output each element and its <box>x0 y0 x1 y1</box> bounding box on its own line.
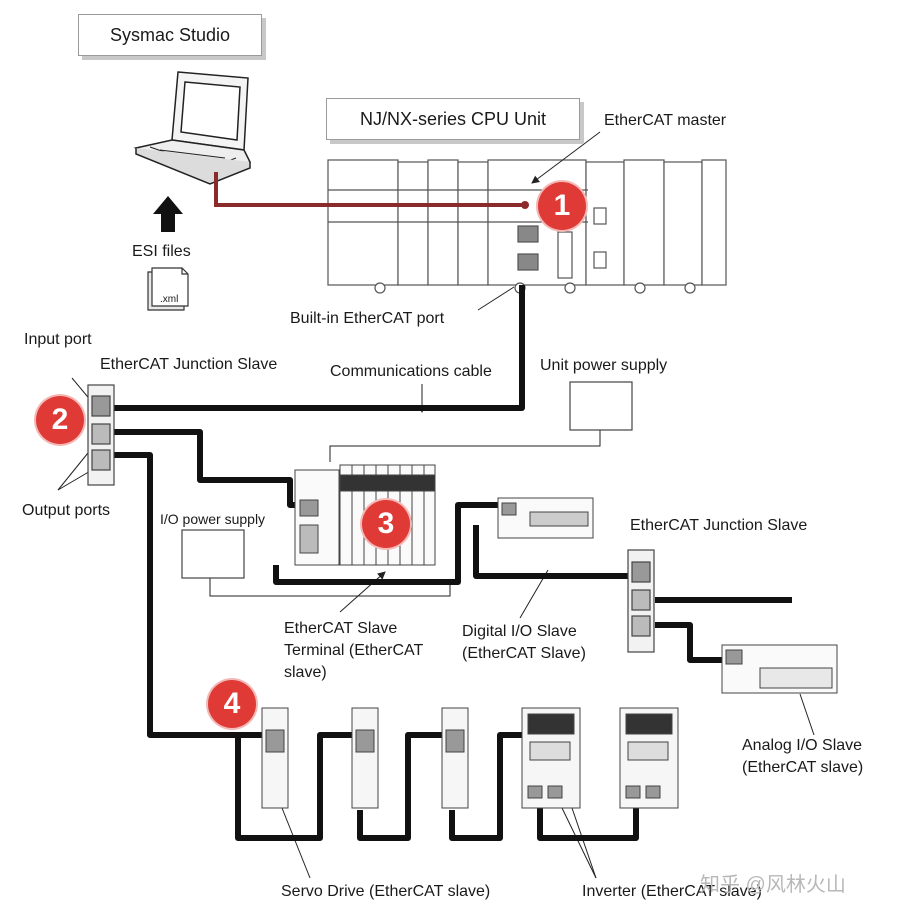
slave-terminal-label: EtherCAT Slave Terminal (EtherCAT slave) <box>284 620 423 681</box>
cpu-unit-rack <box>327 159 727 294</box>
watermark: 知乎 @风林火山 <box>700 874 846 896</box>
xml-ext-label: .xml <box>160 294 179 305</box>
output-ports-label: Output ports <box>22 502 111 519</box>
junction-slave-2-label: EtherCAT Junction Slave <box>630 517 808 534</box>
io-power-supply-box <box>181 529 245 579</box>
ethercat-cables <box>112 285 792 841</box>
comm-cable-label: Communications cable <box>330 363 492 380</box>
digital-io-device <box>497 497 594 539</box>
input-port-label: Input port <box>24 331 92 348</box>
unit-power-label: Unit power supply <box>540 357 668 374</box>
inverter-devices <box>521 707 679 809</box>
junction-slave-2 <box>627 549 655 653</box>
esi-files-label: ESI files <box>132 243 191 260</box>
laptop-icon <box>133 71 252 185</box>
analog-io-label: Analog I/O Slave (EtherCAT slave) <box>742 737 864 776</box>
badge-4: 4 <box>208 680 256 728</box>
inverter-label: Inverter (EtherCAT slave) <box>582 883 762 900</box>
builtin-port-label: Built-in EtherCAT port <box>290 310 445 327</box>
badge-1: 1 <box>538 182 586 230</box>
unit-power-supply-box <box>569 381 633 431</box>
cpu-unit-label: NJ/NX-series CPU Unit <box>326 98 580 140</box>
digital-io-label: Digital I/O Slave (EtherCAT Slave) <box>462 623 586 662</box>
junction-slave-1 <box>87 384 115 486</box>
ethercat-master-label: EtherCAT master <box>604 112 727 129</box>
servo-drive-devices <box>261 707 469 809</box>
servo-drive-label: Servo Drive (EtherCAT slave) <box>281 883 491 900</box>
pc-link-cable <box>214 172 525 207</box>
upload-arrow-icon <box>153 196 183 232</box>
analog-io-device <box>721 644 838 694</box>
sysmac-studio-label: Sysmac Studio <box>78 14 262 56</box>
badge-2: 2 <box>36 396 84 444</box>
badge-3: 3 <box>362 500 410 548</box>
junction-slave-1-label: EtherCAT Junction Slave <box>100 356 278 373</box>
io-power-label: I/O power supply <box>160 511 266 527</box>
xml-file-icon <box>147 267 189 311</box>
